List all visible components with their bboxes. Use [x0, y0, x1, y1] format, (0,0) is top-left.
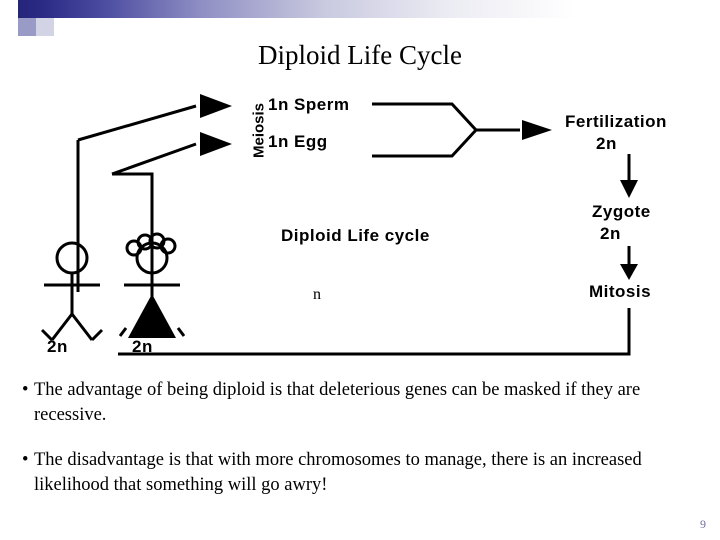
- label-zygote-ploidy: 2n: [600, 224, 621, 243]
- decorative-corner-bar: [0, 0, 720, 36]
- adult-female-foot-left: [118, 327, 128, 337]
- label-diploid-life-cycle: Diploid Life cycle: [281, 226, 430, 245]
- bullet-text: The disadvantage is that with more chrom…: [34, 450, 642, 496]
- label-fertilization: Fertilization: [565, 112, 667, 131]
- label-adult-female-ploidy: 2n: [132, 337, 153, 356]
- corner-square-pale: [36, 18, 54, 36]
- label-fertilization-ploidy: 2n: [596, 134, 617, 153]
- line-branch-sperm: [77, 104, 197, 142]
- fusion-bracket: [372, 102, 479, 158]
- bullet-list: • The advantage of being diploid is that…: [0, 378, 720, 513]
- arrowhead-mitosis: [620, 264, 638, 280]
- bullet-item: • The advantage of being diploid is that…: [0, 378, 720, 428]
- arrowhead-egg: [200, 132, 232, 156]
- line-female-riser: [112, 172, 154, 292]
- adult-male-foot-right: [90, 328, 104, 342]
- bullet-text: The advantage of being diploid is that d…: [34, 380, 641, 426]
- label-meiosis: Meiosis: [250, 102, 268, 159]
- gradient-band: [0, 0, 720, 18]
- adult-female-foot-right: [176, 327, 186, 337]
- arrowhead-sperm: [200, 94, 232, 118]
- adult-male-leg-left: [50, 313, 74, 341]
- adult-female-dress: [128, 294, 176, 338]
- bullet-item: • The disadvantage is that with more chr…: [0, 448, 720, 498]
- label-center-n: n: [313, 286, 322, 303]
- arrowhead-zygote: [620, 180, 638, 198]
- diploid-life-cycle-diagram: Meiosis 1n Sperm 1n Egg Fertilization 2n…: [0, 82, 720, 370]
- bullet-marker: •: [22, 380, 29, 400]
- corner-square-mid: [18, 18, 36, 36]
- adult-female-hair-2: [136, 233, 154, 251]
- bullet-marker: •: [22, 450, 29, 471]
- page-number: 9: [700, 517, 706, 531]
- diagram-svg: [40, 94, 638, 356]
- adult-male-leg-right: [70, 313, 94, 341]
- label-adult-male-ploidy: 2n: [47, 337, 68, 356]
- label-egg: 1n Egg: [268, 132, 328, 151]
- adult-male-foot-left: [40, 328, 54, 342]
- arrowhead-fertilization: [522, 120, 552, 140]
- corner-square-light: [0, 0, 18, 18]
- meiosis-label-wrapper: Meiosis: [243, 90, 268, 170]
- label-zygote: Zygote: [592, 202, 651, 221]
- line-mitosis-to-adults: [118, 308, 631, 356]
- page-title: Diploid Life Cycle: [258, 40, 462, 70]
- label-mitosis: Mitosis: [589, 282, 652, 301]
- label-sperm: 1n Sperm: [268, 95, 350, 114]
- adult-female-hair-4: [159, 237, 177, 255]
- line-branch-egg: [111, 142, 197, 176]
- adult-male-head: [55, 241, 89, 275]
